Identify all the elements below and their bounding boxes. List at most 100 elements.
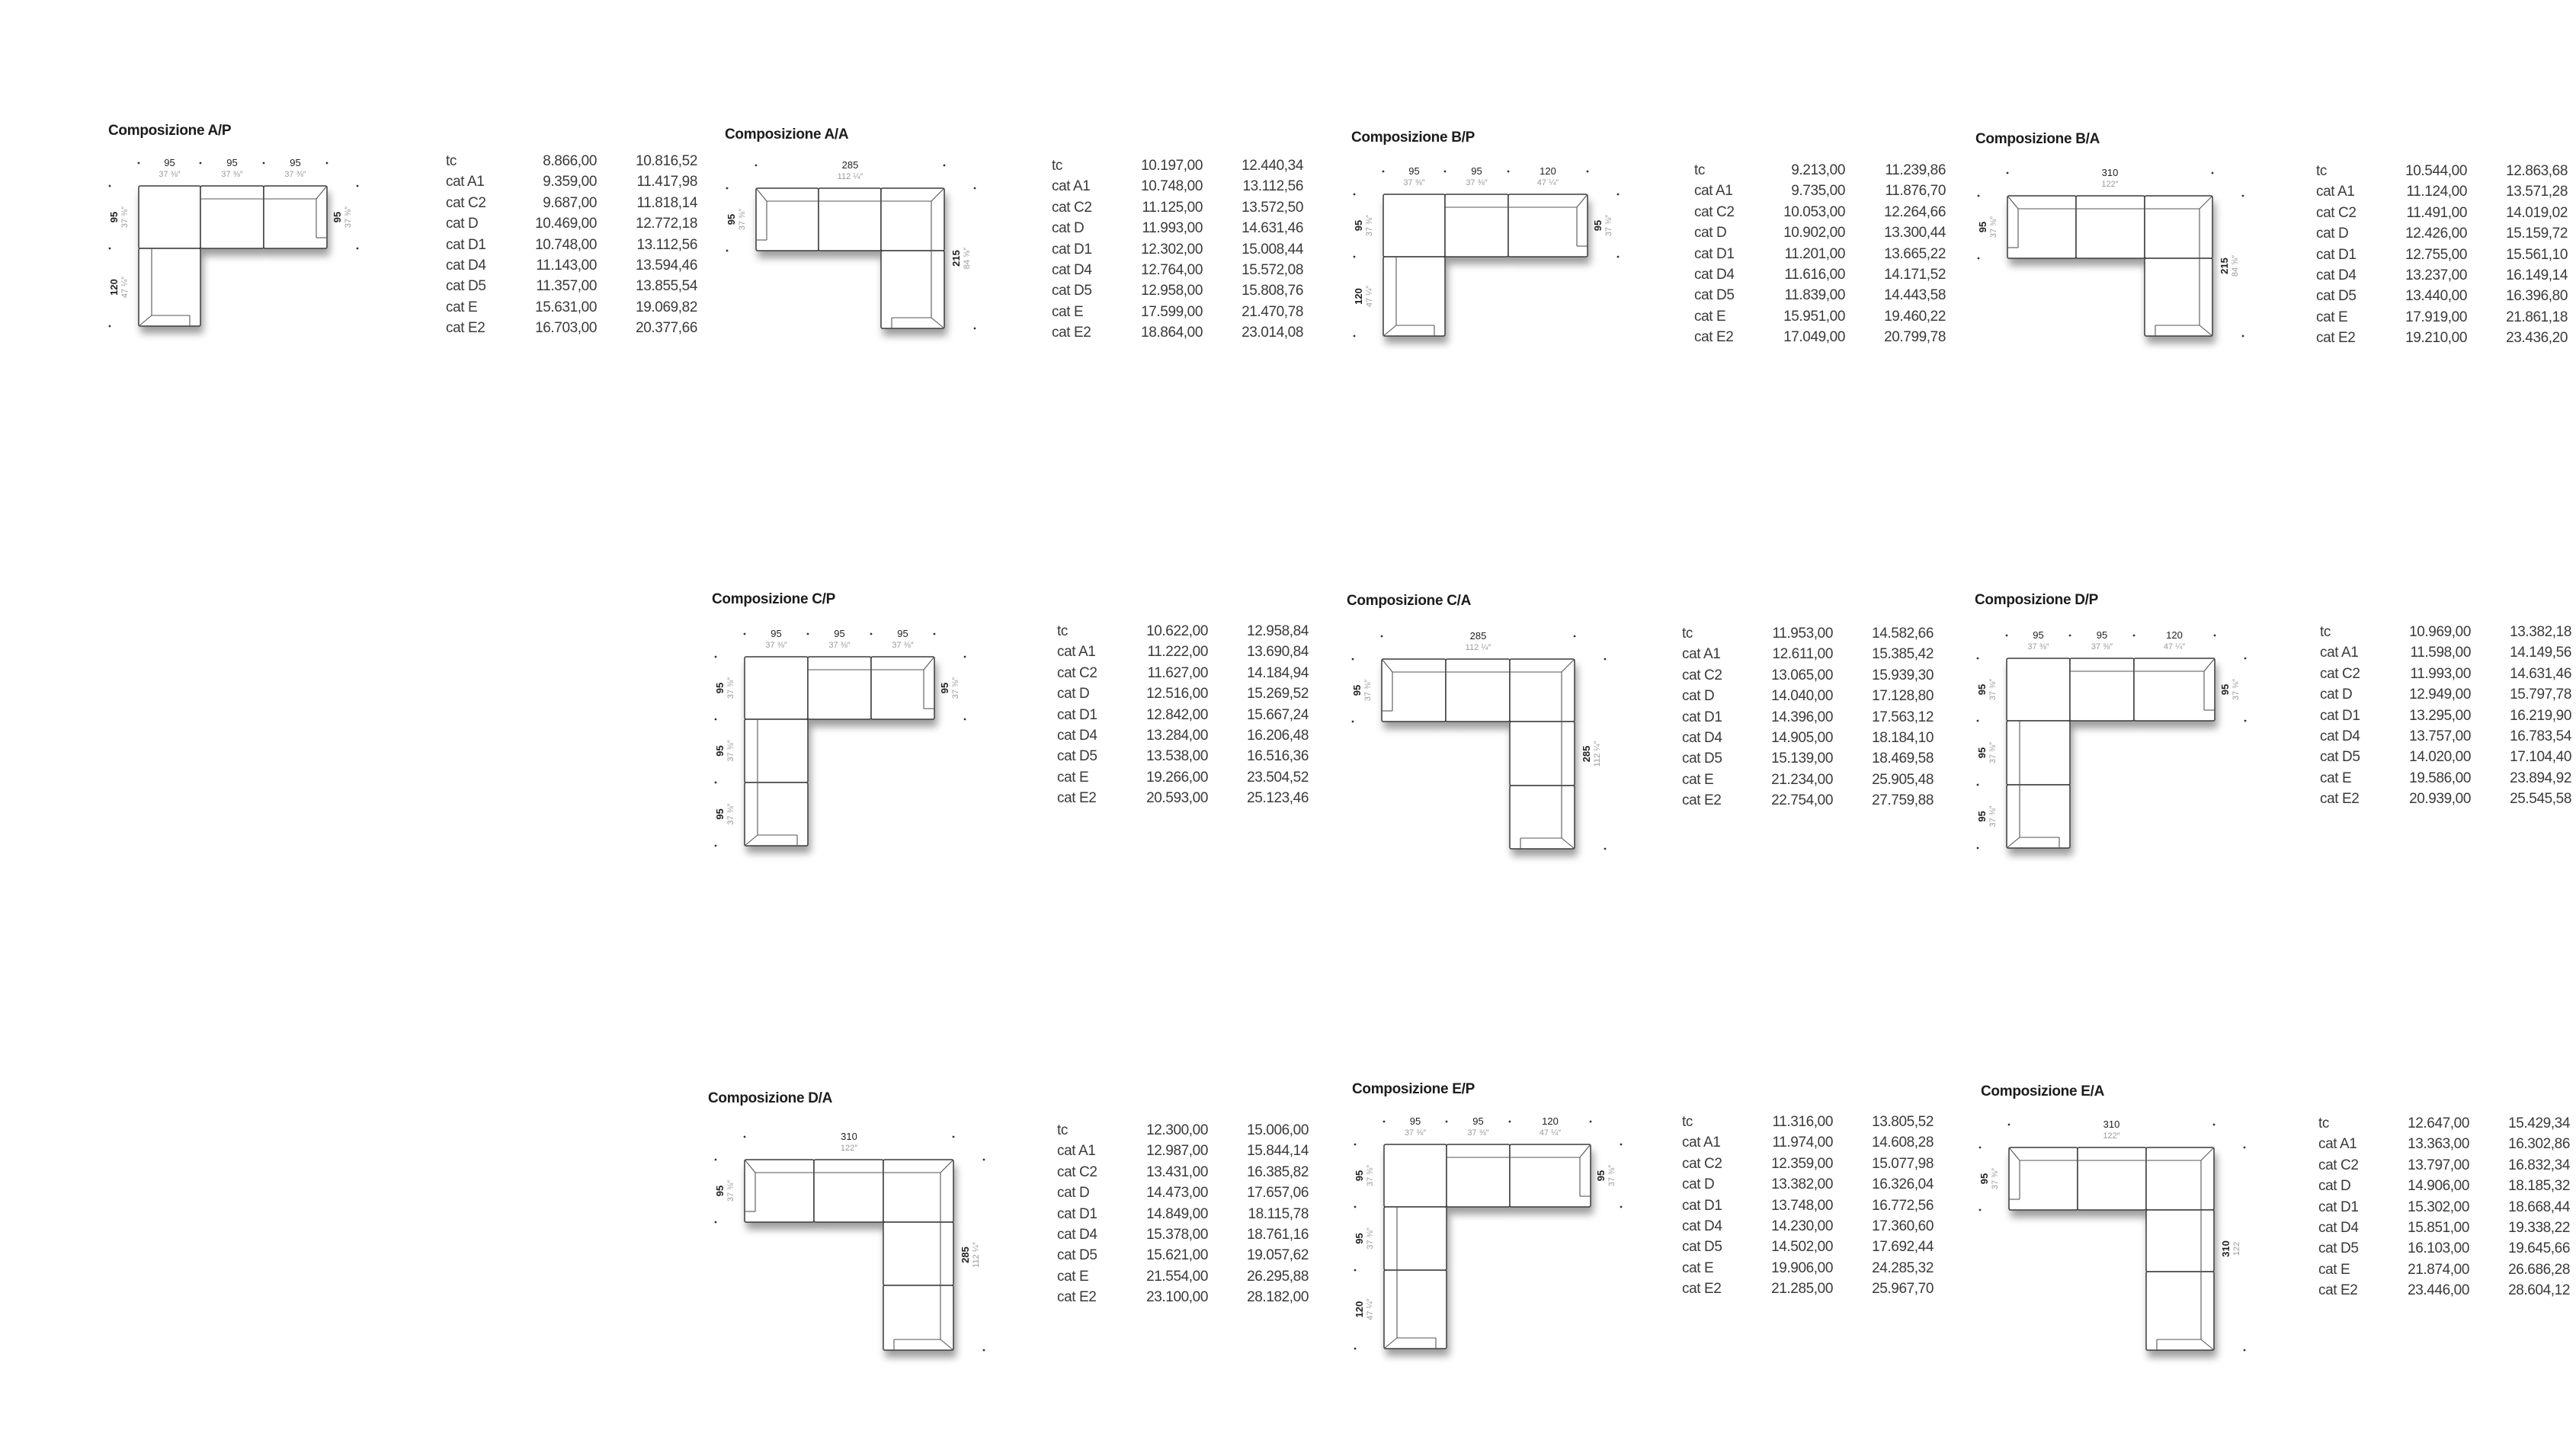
dimension-inch: 84 ⅝″ bbox=[2231, 255, 2240, 277]
price-value: 15.951,00 bbox=[1783, 308, 1845, 325]
dimension-cm: 95 bbox=[1351, 685, 1363, 696]
price-value-alt: 11.239,86 bbox=[1885, 162, 1946, 178]
price-category: tc bbox=[2318, 1115, 2329, 1131]
price-value: 10.902,00 bbox=[1783, 225, 1845, 242]
dimension-cm: 95 bbox=[108, 212, 120, 222]
sofa-module bbox=[818, 187, 882, 251]
price-category: tc bbox=[2320, 624, 2331, 640]
dimension-tick bbox=[963, 655, 966, 658]
sofa-module bbox=[2145, 1147, 2215, 1211]
dimension-cm: 95 bbox=[714, 683, 726, 693]
price-value-alt: 15.939,30 bbox=[1872, 667, 1934, 683]
price-value: 12.755,00 bbox=[2405, 246, 2467, 263]
price-value: 13.748,00 bbox=[1771, 1197, 1833, 1214]
price-category: cat C2 bbox=[1052, 199, 1092, 216]
price-category: cat E bbox=[1694, 308, 1726, 325]
price-category: cat D1 bbox=[1682, 1197, 1722, 1214]
price-value-alt: 15.008,44 bbox=[1242, 241, 1303, 258]
price-value-alt: 25.123,46 bbox=[1247, 790, 1309, 807]
price-category: cat D1 bbox=[1052, 241, 1092, 258]
sofa-module bbox=[744, 782, 809, 847]
price-value-alt: 15.077,98 bbox=[1872, 1155, 1934, 1172]
price-value: 21.234,00 bbox=[1771, 771, 1833, 788]
price-value: 21.285,00 bbox=[1771, 1281, 1833, 1298]
dimension-tick bbox=[2213, 634, 2216, 637]
dimension-cm: 95 bbox=[897, 628, 908, 639]
price-category: cat E bbox=[1052, 303, 1084, 320]
price-value: 11.993,00 bbox=[2410, 665, 2471, 682]
dimension-inch: 122″ bbox=[2101, 180, 2118, 189]
sofa-module bbox=[2006, 658, 2071, 722]
price-value: 12.426,00 bbox=[2405, 226, 2467, 242]
dimension-tick bbox=[806, 632, 809, 635]
price-value-alt: 13.571,28 bbox=[2506, 184, 2568, 200]
dimension-cm: 95 bbox=[1977, 222, 1988, 232]
price-value-alt: 26.295,88 bbox=[1247, 1268, 1309, 1285]
dimension-tick bbox=[973, 327, 976, 330]
sofa-module bbox=[2145, 1209, 2215, 1272]
price-category: cat A1 bbox=[446, 174, 485, 190]
price-value: 11.627,00 bbox=[1147, 664, 1208, 681]
price-category: cat A1 bbox=[2316, 184, 2355, 200]
price-value: 13.757,00 bbox=[2409, 728, 2471, 744]
dimension-inch: 37 ⅜″ bbox=[1988, 679, 1998, 700]
sofa-module bbox=[1383, 1144, 1447, 1208]
sofa-module bbox=[1509, 1144, 1591, 1208]
price-category: cat C2 bbox=[1682, 667, 1722, 683]
price-value: 14.906,00 bbox=[2408, 1178, 2469, 1195]
dimension-cm: 95 bbox=[226, 157, 237, 168]
dimension-tick bbox=[1382, 170, 1385, 173]
price-category: cat A1 bbox=[1682, 1135, 1721, 1151]
price-value: 12.302,00 bbox=[1141, 241, 1203, 258]
price-category: cat C2 bbox=[2318, 1157, 2359, 1173]
price-value-alt: 17.657,06 bbox=[1247, 1185, 1309, 1202]
price-value-alt: 16.783,54 bbox=[2510, 728, 2571, 744]
dimension-inch: 37 ⅜″ bbox=[2091, 642, 2113, 651]
price-value-alt: 17.104,40 bbox=[2510, 749, 2571, 766]
price-category: tc bbox=[446, 153, 457, 169]
dimension-tick bbox=[1976, 657, 1979, 660]
price-value-alt: 15.572,08 bbox=[1242, 261, 1303, 278]
price-category: tc bbox=[1057, 623, 1068, 639]
price-category: cat D1 bbox=[1694, 245, 1735, 262]
price-category: cat D4 bbox=[1057, 727, 1097, 744]
price-value-alt: 24.285,32 bbox=[1872, 1259, 1934, 1276]
price-value: 9.359,00 bbox=[543, 174, 597, 190]
dimension-tick bbox=[356, 184, 359, 187]
composition-title-b-a: Composizione B/A bbox=[1975, 131, 2100, 147]
price-value-alt: 23.894,92 bbox=[2510, 770, 2571, 786]
sofa-module bbox=[1444, 194, 1509, 258]
dimension-inch: 37 ⅜″ bbox=[828, 641, 850, 650]
price-category: cat D5 bbox=[446, 278, 486, 295]
dimension-tick bbox=[1604, 658, 1607, 661]
price-value: 17.599,00 bbox=[1141, 303, 1203, 320]
price-value: 11.974,00 bbox=[1772, 1135, 1833, 1151]
price-value-alt: 19.338,22 bbox=[2508, 1219, 2570, 1236]
price-value: 15.851,00 bbox=[2408, 1219, 2469, 1236]
price-value-alt: 13.300,44 bbox=[1884, 225, 1946, 242]
dimension-cm: 95 bbox=[1354, 1170, 1365, 1181]
price-category: cat C2 bbox=[1057, 664, 1097, 681]
price-category: cat D5 bbox=[1694, 287, 1735, 304]
price-value: 13.538,00 bbox=[1146, 748, 1208, 765]
dimension-tick bbox=[2007, 1123, 2010, 1126]
dimension-inch: 37 ⅜″ bbox=[1363, 680, 1373, 701]
